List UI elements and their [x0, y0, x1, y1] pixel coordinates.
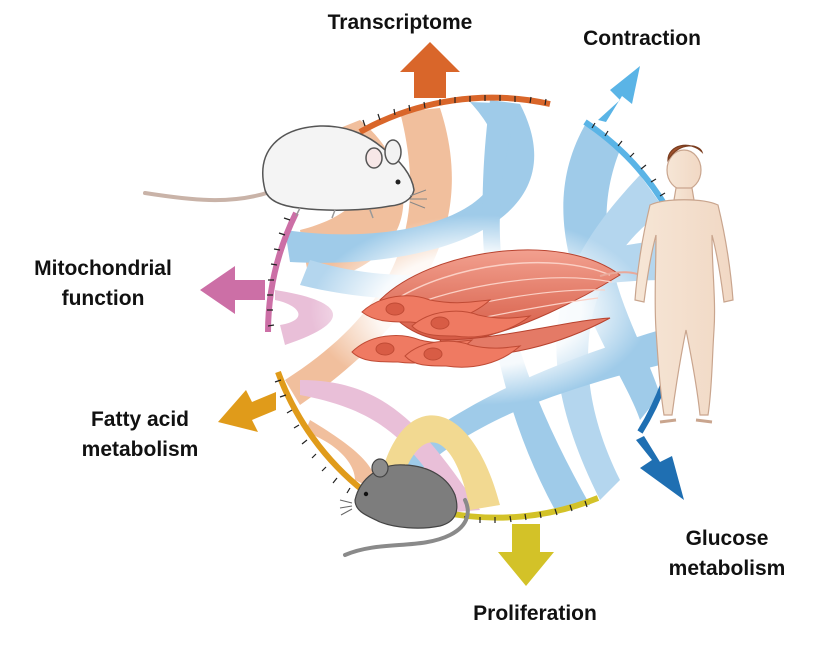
- arrow-fatty-acid-icon: [218, 390, 276, 432]
- label-fatty-acid-metabolism: Fatty acid metabolism: [65, 405, 215, 465]
- label-contraction-text: Contraction: [583, 27, 701, 50]
- label-mitochondrial-line2: function: [61, 287, 145, 310]
- ring-ticks: [267, 95, 666, 523]
- label-glucose-line1: Glucose: [685, 527, 769, 550]
- label-fatty-line2: metabolism: [81, 438, 199, 461]
- mouse-icon: [339, 458, 470, 557]
- label-contraction: Contraction: [572, 24, 712, 54]
- rat-icon: [143, 125, 427, 219]
- label-mitochondrial-function: Mitochondrial function: [18, 254, 188, 314]
- label-proliferation: Proliferation: [460, 599, 610, 629]
- arc-transcriptome: [358, 94, 551, 135]
- arc-proliferation: [441, 495, 600, 521]
- label-transcriptome-text: Transcriptome: [327, 11, 473, 34]
- arc-fatty-acid: [275, 370, 367, 495]
- arrow-transcriptome-icon: [400, 42, 460, 98]
- muscle-cells-icon: [351, 295, 532, 368]
- label-proliferation-text: Proliferation: [473, 602, 597, 625]
- ribbon-yellow: [380, 415, 500, 510]
- arrow-contraction-icon: [598, 66, 640, 122]
- label-glucose-line2: metabolism: [668, 557, 786, 580]
- arrow-mitochondrial-icon: [200, 266, 265, 314]
- arc-mitochondrial: [265, 211, 299, 333]
- label-transcriptome: Transcriptome: [320, 8, 480, 38]
- human-icon: [634, 144, 734, 424]
- arc-contraction: [583, 119, 671, 212]
- label-fatty-line1: Fatty acid: [90, 408, 190, 431]
- arrow-glucose-icon: [636, 436, 684, 500]
- arrow-proliferation-icon: [498, 524, 554, 586]
- ribbon-orange-3: [305, 420, 376, 490]
- label-mitochondrial-line1: Mitochondrial: [34, 257, 172, 280]
- label-glucose-metabolism: Glucose metabolism: [652, 524, 802, 584]
